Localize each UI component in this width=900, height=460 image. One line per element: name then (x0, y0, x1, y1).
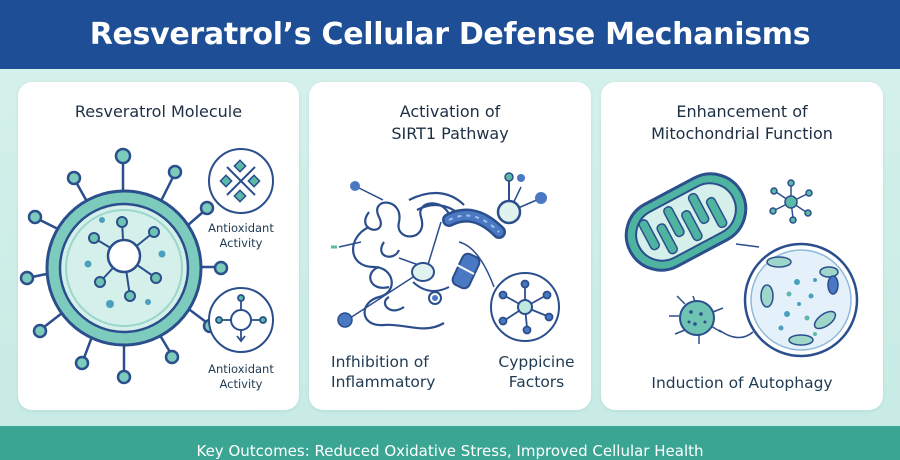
molecule-icon (208, 287, 274, 353)
panel-mitochondrial-function: Enhancement of Mitochondrial Function (601, 82, 883, 410)
footer-banner: Key Outcomes: Reduced Oxidative Stress, … (0, 426, 900, 460)
panel-sirt1-pathway: Activation of SIRT1 Pathway (309, 82, 591, 410)
autophagy-cell-icon (743, 242, 859, 358)
molecule-icon (490, 272, 560, 342)
inflammation-label: Infhibition of Inflammatory (331, 353, 436, 391)
panel-resveratrol-molecule: Resveratrol Molecule (18, 82, 299, 410)
page-title: Resveratrol’s Cellular Defense Mechanism… (89, 17, 811, 52)
panel-title: Activation of SIRT1 Pathway (391, 102, 509, 143)
key-outcomes-text: Key Outcomes: Reduced Oxidative Stress, … (196, 442, 704, 460)
autophagy-label: Induction of Autophagy (651, 374, 833, 392)
factors-label: Cyppicine Factors (498, 353, 575, 391)
panel-title: Enhancement of Mitochondrial Function (651, 102, 833, 143)
mitochondrion-icon (624, 172, 859, 358)
molecule-icon (208, 148, 274, 214)
sirt1-helix-icon (331, 172, 560, 342)
antioxidant-label-2: Antioxidant Activity (208, 362, 274, 391)
title-banner: Resveratrol’s Cellular Defense Mechanism… (0, 0, 900, 69)
bacterium-icon (669, 295, 724, 344)
antioxidant-label-1: Antioxidant Activity (208, 221, 274, 250)
cell-icon (19, 147, 274, 385)
panel-title: Resveratrol Molecule (74, 102, 243, 121)
